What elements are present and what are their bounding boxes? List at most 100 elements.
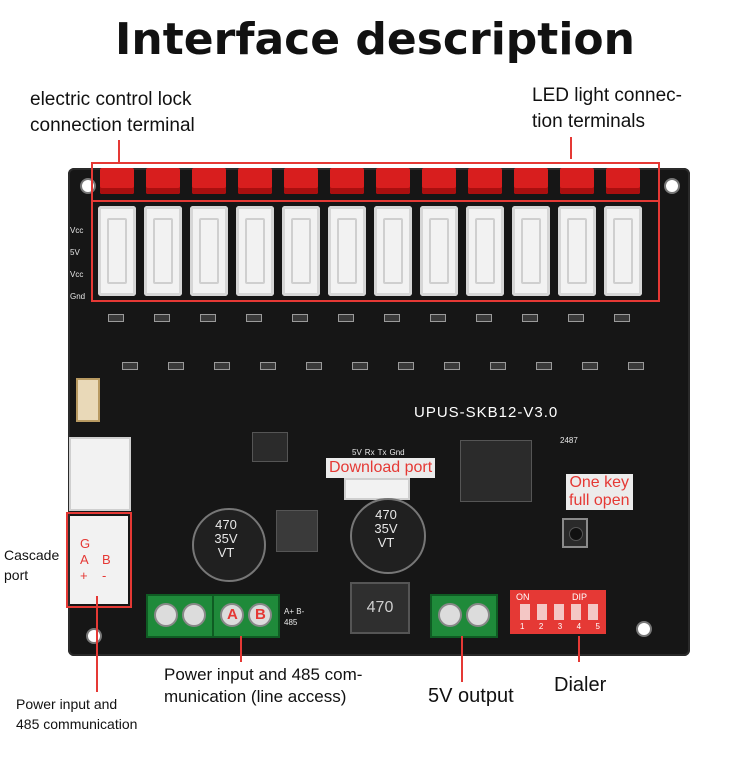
- smd-part: [568, 314, 584, 322]
- one-key-button[interactable]: [562, 518, 588, 548]
- output5v-pointer: [461, 636, 463, 682]
- led-header-2: [146, 168, 180, 194]
- dip-switch[interactable]: ON DIP 1 2 3 4 5: [510, 590, 606, 634]
- capacitor-1: [192, 508, 266, 582]
- led-header-10: [514, 168, 548, 194]
- lock-connector-4: [236, 206, 274, 296]
- dip-switch-2[interactable]: [537, 604, 547, 620]
- capacitor-2-brand: VT: [377, 535, 395, 550]
- led-header-8: [422, 168, 456, 194]
- one-key-label: One key full open: [566, 474, 633, 510]
- power-terminal-485: A B: [212, 594, 280, 638]
- smd-part: [490, 362, 506, 370]
- dip-switch-5[interactable]: [588, 604, 598, 620]
- lock-connector-5: [282, 206, 320, 296]
- smd-part: [168, 362, 184, 370]
- lock-terminal-callout: electric control lock connection termina…: [30, 87, 195, 139]
- dip-number-1: 1: [520, 622, 525, 631]
- terminal-485-labels: A+ B- 485: [284, 606, 304, 628]
- cascade-letters: G A +: [80, 536, 90, 584]
- power-terminal-1: [146, 594, 214, 638]
- serial-pin-labels: 5V Rx Tx Gnd: [352, 448, 405, 457]
- smd-part: [430, 314, 446, 322]
- output-5v-terminal: [430, 594, 498, 638]
- mounting-hole-br: [636, 621, 652, 637]
- smd-component-area: [108, 310, 648, 390]
- lock-callout-pointer: [118, 140, 120, 162]
- serial-pin-5v: 5V: [352, 448, 362, 457]
- led-header-1: [100, 168, 134, 194]
- smd-part: [292, 314, 308, 322]
- capacitor-2-label: 470 35V VT: [364, 508, 408, 550]
- lock-connector-6: [328, 206, 366, 296]
- cascade-callout-line2: port: [4, 567, 29, 583]
- smd-part: [306, 362, 322, 370]
- dip-number-4: 4: [576, 622, 582, 631]
- side-pin-vcc1: Vcc: [70, 226, 84, 235]
- inductor: 470: [350, 582, 410, 634]
- cascade-letter-minus: -: [102, 568, 107, 583]
- led-header-7: [376, 168, 410, 194]
- dip-number-5: 5: [595, 622, 600, 631]
- smd-part: [444, 362, 460, 370]
- lock-terminal-callout-line2: connection terminal: [30, 115, 195, 136]
- smd-part: [352, 362, 368, 370]
- power485-pointer: [96, 596, 98, 692]
- side-pin-gnd: Gnd: [70, 292, 86, 301]
- smd-part: [628, 362, 644, 370]
- led-terminal-callout-line2: tion terminals: [532, 111, 645, 132]
- screw-icon: [154, 603, 178, 627]
- dip-number-2: 2: [538, 622, 544, 631]
- cascade-letter-g: G: [80, 536, 91, 551]
- dialer-pointer: [578, 636, 580, 662]
- capacitor-1-brand: VT: [217, 545, 235, 560]
- led-header-3: [192, 168, 226, 194]
- cascade-letters-right: B -: [102, 552, 111, 584]
- cascade-callout: Cascade port: [4, 545, 59, 585]
- smd-part: [582, 362, 598, 370]
- chip-marking: 2487: [560, 436, 578, 445]
- download-port-label: Download port: [326, 458, 436, 478]
- lock-connector-12: [604, 206, 642, 296]
- smd-part: [536, 362, 552, 370]
- smd-part: [214, 362, 230, 370]
- power-line-callout-line1: Power input and 485 com-: [164, 665, 363, 684]
- led-header-4: [238, 168, 272, 194]
- cascade-letter-plus: +: [80, 568, 88, 583]
- lock-terminal-highlight: [91, 200, 660, 302]
- led-header-6: [330, 168, 364, 194]
- terminal-485-ab: A+ B-: [284, 606, 304, 617]
- fuse: [76, 378, 100, 422]
- capacitor-2-value: 470: [375, 507, 397, 522]
- serial-pin-gnd: Gnd: [389, 448, 405, 457]
- lock-terminal-callout-line1: electric control lock: [30, 89, 192, 110]
- lock-connector-7: [374, 206, 412, 296]
- led-header-9: [468, 168, 502, 194]
- terminal-485-name: 485: [284, 618, 298, 627]
- dip-number-3: 3: [557, 622, 563, 631]
- one-key-label-line1: One key: [569, 474, 630, 491]
- smd-part: [614, 314, 630, 322]
- power485-callout-line1: Power input and: [16, 696, 118, 712]
- screw-icon: [466, 603, 490, 627]
- dip-switch-3[interactable]: [554, 604, 564, 620]
- lock-connector-10: [512, 206, 550, 296]
- cascade-port: [70, 516, 128, 604]
- dip-numbers: 1 2 3 4 5: [520, 622, 600, 631]
- mcu-chip: [460, 440, 532, 502]
- terminal-letter-b: B: [255, 606, 266, 623]
- smd-part: [384, 314, 400, 322]
- dip-on-label: ON: [516, 592, 530, 602]
- serial-pin-tx: Tx: [377, 448, 387, 457]
- terminal-485-b: B-: [296, 607, 305, 616]
- smd-part: [522, 314, 538, 322]
- lock-connector-9: [466, 206, 504, 296]
- screw-icon: [182, 603, 206, 627]
- capacitor-2-voltage: 35V: [374, 521, 398, 536]
- capacitor-1-voltage: 35V: [214, 531, 238, 546]
- dip-switch-1[interactable]: [520, 604, 530, 620]
- dip-switch-4[interactable]: [571, 604, 581, 620]
- small-ic: [252, 432, 288, 462]
- serial-pin-rx: Rx: [364, 448, 375, 457]
- smd-part: [246, 314, 262, 322]
